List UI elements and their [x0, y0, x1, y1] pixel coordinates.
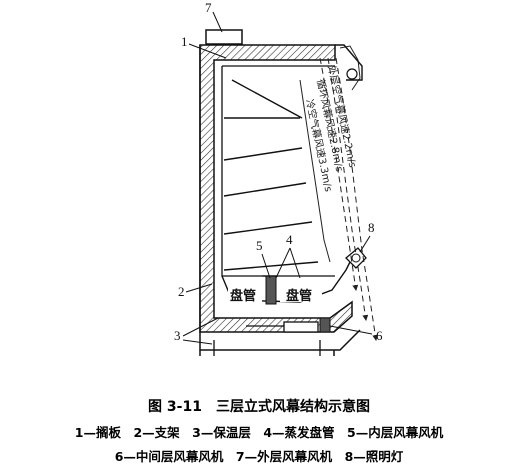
leader-lines: [182, 11, 373, 345]
callout-3: 3: [174, 328, 181, 343]
callout-4: 4: [286, 232, 293, 247]
evaporator-coil-left: [228, 280, 262, 302]
callout-2: 2: [178, 284, 185, 299]
evaporator-coil-right: [280, 280, 322, 302]
outer-frame: [199, 45, 361, 351]
coil-label-right: 盘管: [286, 288, 312, 304]
callout-7: 7: [205, 0, 212, 15]
outer-fan-housing: [205, 29, 243, 45]
callout-8: 8: [368, 220, 375, 235]
legend-line-1: 1—搁板 2—支架 3—保温层 4—蒸发盘管 5—内层风幕风机: [74, 425, 444, 440]
shelves: [223, 79, 319, 271]
top-cap: [335, 44, 363, 81]
figure-title: 图 3-11 三层立式风幕结构示意图: [148, 399, 370, 415]
middle-curtain-fan: [283, 321, 319, 333]
legend-line-2: 6—中间层风幕风机 7—外层风幕风机 8—照明灯: [114, 449, 404, 464]
lighting-lamp: [345, 247, 367, 269]
cabinet-diagram: 7 1 2 3 4 5 8 6 盘管 盘管 外层空气幕风速2.2m/s 循环风幕…: [174, 0, 383, 356]
callout-1: 1: [181, 34, 188, 49]
callout-5: 5: [256, 238, 263, 253]
top-right-fan-icon: [346, 68, 358, 80]
callout-6: 6: [376, 328, 383, 343]
inner-curtain-fan: [265, 275, 277, 305]
coil-label-left: 盘管: [230, 288, 256, 304]
air-curtain-flows: [299, 45, 379, 341]
